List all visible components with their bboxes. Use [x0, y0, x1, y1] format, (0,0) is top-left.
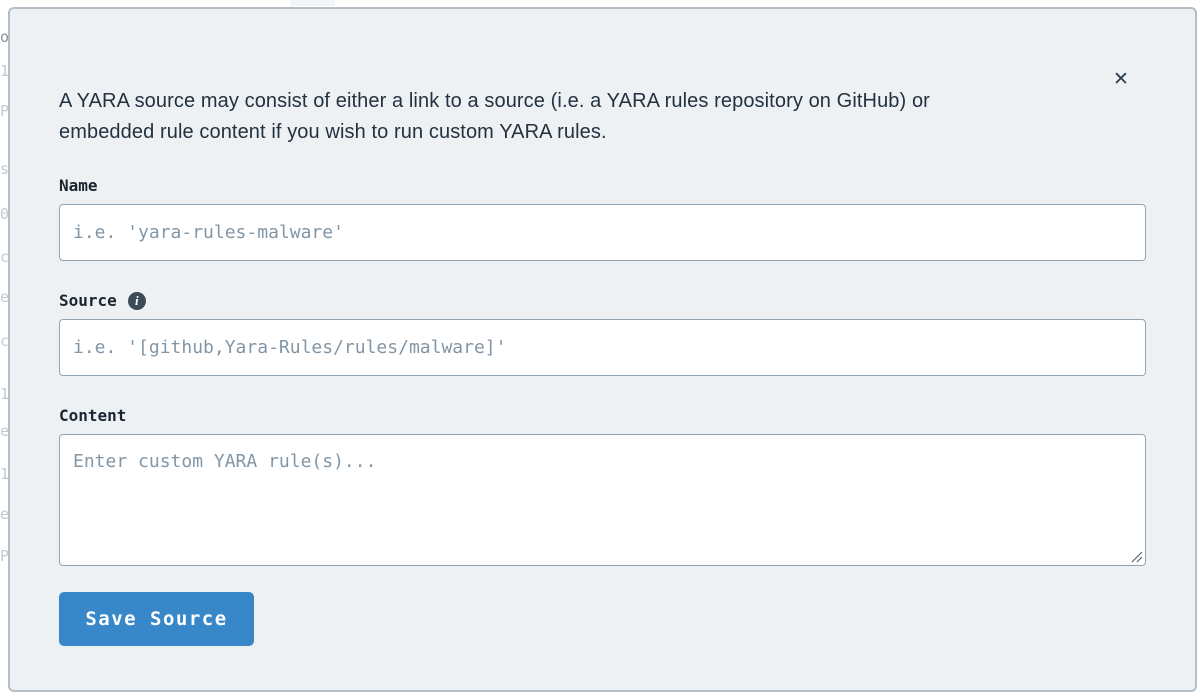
background-text-fragment: o	[0, 28, 8, 46]
background-text-fragment: 1	[0, 62, 8, 80]
content-label: Content	[59, 406, 127, 425]
background-text-fragment: c	[0, 332, 8, 350]
save-source-button[interactable]: Save Source	[59, 592, 254, 646]
background-text-fragment: c	[0, 248, 8, 266]
description-line-2: embedded rule content if you wish to run…	[59, 121, 607, 143]
background-text-fragment: 0	[0, 205, 8, 223]
source-input[interactable]	[59, 319, 1146, 376]
description-line-1: A YARA source may consist of either a li…	[59, 90, 930, 112]
background-top-patch	[290, 0, 335, 6]
content-field-group: Content	[59, 406, 1146, 566]
background-text-fragment: e	[0, 505, 8, 523]
background-text-fragment: P	[0, 547, 8, 565]
background-text-fragment: P	[0, 102, 8, 120]
background-text-fragment: e	[0, 288, 8, 306]
background-text-fragment: 1	[0, 465, 8, 483]
source-label: Source	[59, 291, 117, 310]
content-textarea-wrapper	[59, 434, 1146, 566]
info-icon-glyph: i	[134, 293, 139, 308]
source-field-group: Source i	[59, 291, 1146, 376]
background-text-fragment: s	[0, 160, 8, 178]
background-text-fragment: e	[0, 422, 8, 440]
close-icon: ✕	[1113, 67, 1129, 90]
name-field-group: Name	[59, 176, 1146, 261]
name-label: Name	[59, 176, 98, 195]
close-button[interactable]: ✕	[1107, 65, 1135, 93]
source-label-row: Source i	[59, 291, 1146, 310]
yara-source-modal: ✕ A YARA source may consist of either a …	[8, 7, 1197, 692]
content-textarea[interactable]	[59, 434, 1146, 566]
info-icon[interactable]: i	[127, 291, 146, 310]
background-text-fragment: 1	[0, 385, 8, 403]
name-input[interactable]	[59, 204, 1146, 261]
modal-description: A YARA source may consist of either a li…	[59, 86, 1146, 148]
